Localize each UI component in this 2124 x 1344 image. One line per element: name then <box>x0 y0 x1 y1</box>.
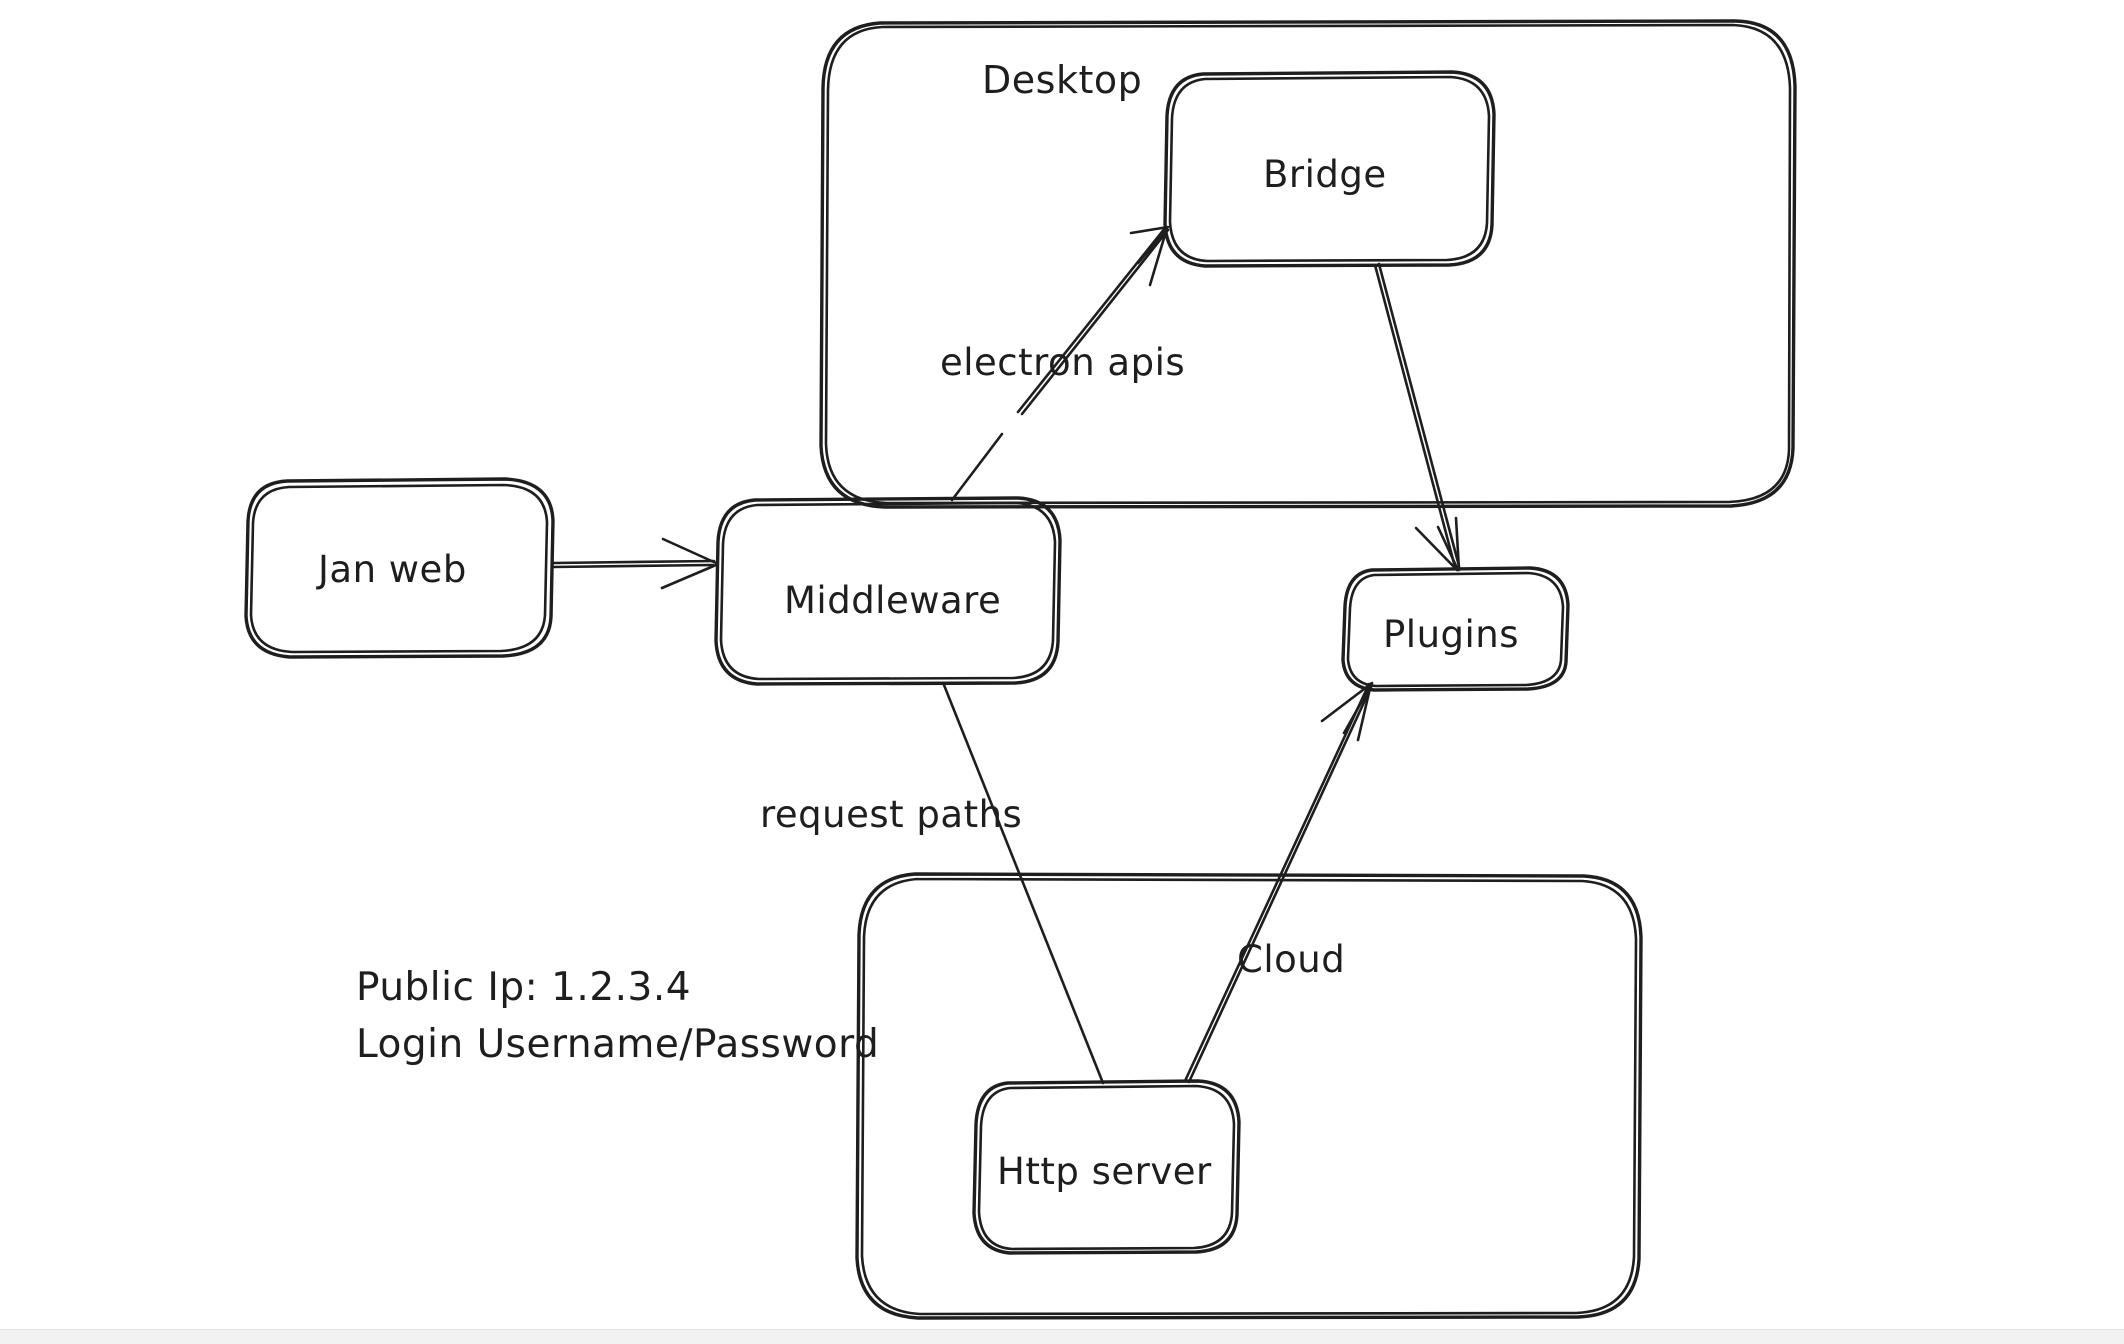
node-plugins[interactable]: Plugins <box>1341 566 1570 692</box>
edge-middleware-bridge[interactable]: electron apis <box>940 225 1185 502</box>
edge-bridge-plugins[interactable] <box>1373 262 1461 572</box>
note-public-ip: Public Ip: 1.2.3.4 <box>356 965 691 1010</box>
group-desktop-label: Desktop <box>982 58 1142 102</box>
note-login: Login Username/Password <box>356 1022 879 1067</box>
node-bridge-label: Bridge <box>1263 153 1387 196</box>
edge-janweb-middleware[interactable] <box>551 537 718 590</box>
edge-label-cloud: Cloud <box>1237 938 1345 981</box>
notes-block: Public Ip: 1.2.3.4 Login Username/Passwo… <box>356 965 879 1067</box>
node-middleware-label: Middleware <box>784 579 1001 622</box>
group-cloud[interactable] <box>855 872 1643 1320</box>
node-plugins-label: Plugins <box>1383 613 1519 656</box>
page-bottom-edge <box>0 1329 2124 1344</box>
node-http-server-label: Http server <box>997 1150 1212 1193</box>
edge-http-server-plugins[interactable]: Cloud <box>1183 681 1374 1084</box>
node-http-server[interactable]: Http server <box>972 1079 1241 1255</box>
node-bridge[interactable]: Bridge <box>1163 70 1496 268</box>
edge-label-request-paths: request paths <box>760 793 1022 836</box>
edge-middleware-http-server[interactable] <box>942 683 1105 1085</box>
node-jan-web[interactable]: Jan web <box>244 477 555 659</box>
node-middleware[interactable]: Middleware <box>714 496 1062 686</box>
edge-label-electron-apis: electron apis <box>940 341 1185 384</box>
group-desktop[interactable] <box>819 19 1797 509</box>
node-jan-web-label: Jan web <box>316 548 467 591</box>
